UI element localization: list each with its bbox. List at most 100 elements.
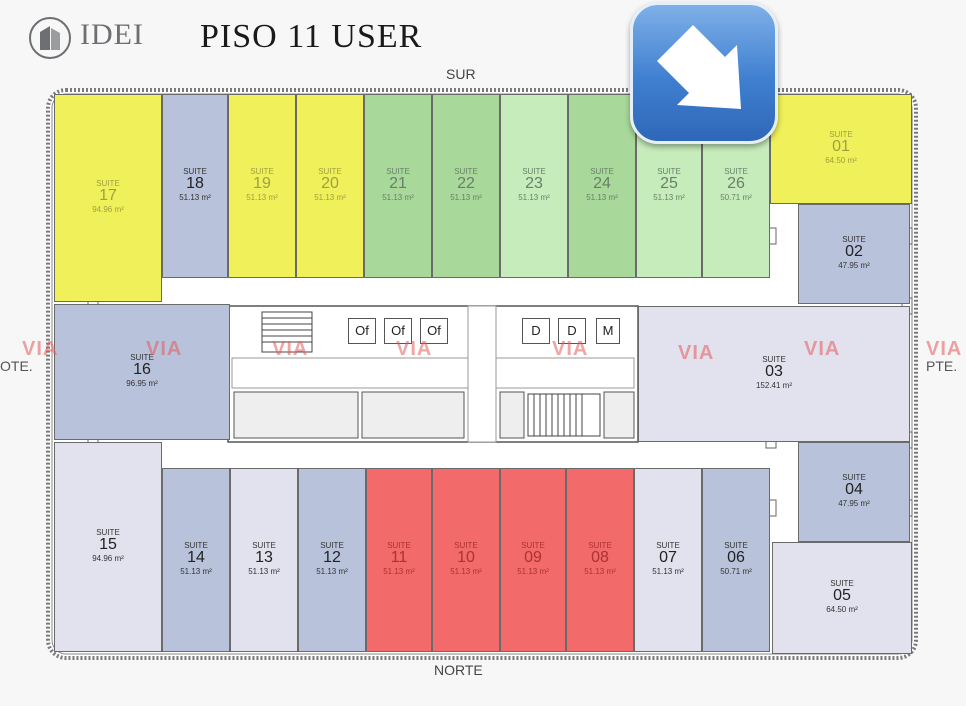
office-room-label: Of [420,318,448,344]
suite-number: 22 [457,175,475,192]
suite-caption: SUITE [724,167,748,176]
suite-area: 51.13 m² [246,193,278,202]
suite-caption: SUITE [130,353,154,362]
suite-area: 94.96 m² [92,205,124,214]
office-room-label: Of [348,318,376,344]
suite-caption: SUITE [454,167,478,176]
suite-caption: SUITE [250,167,274,176]
suite-area: 94.96 m² [92,554,124,563]
suite-caption: SUITE [842,473,866,482]
duct-room-label: D [558,318,586,344]
suite-caption: SUITE [183,167,207,176]
suite-number: 20 [321,175,339,192]
suite-number: 09 [524,549,542,566]
suite-number: 10 [457,549,475,566]
watermark-text: VIA [926,338,963,360]
suite-area: 51.13 m² [179,193,211,202]
suite-number: 26 [727,175,745,192]
suite-area: 50.71 m² [720,193,752,202]
suite-number: 24 [593,175,611,192]
header: IDEI PISO 11 USER [0,0,966,70]
suite-caption: SUITE [252,541,276,550]
suite-number: 02 [845,243,863,260]
suite-caption: SUITE [724,541,748,550]
suite-number: 11 [390,549,408,566]
suite-number: 03 [765,363,783,380]
suite-area: 51.13 m² [652,567,684,576]
suite-caption: SUITE [454,541,478,550]
west-direction-label: OTE. [0,358,33,374]
suite-caption: SUITE [656,541,680,550]
suite-number: 17 [99,187,117,204]
watermark-text: VIA [552,338,589,360]
suite-caption: SUITE [320,541,344,550]
suite-area: 51.13 m² [450,567,482,576]
suite-number: 21 [389,175,407,192]
suite-caption: SUITE [657,167,681,176]
suite-caption: SUITE [318,167,342,176]
suite-caption: SUITE [184,541,208,550]
suite-caption: SUITE [96,179,120,188]
watermark-text: VIA [272,338,309,360]
maintenance-room-label: M [596,318,620,344]
suite-number: 08 [591,549,609,566]
suite-number: 18 [186,175,204,192]
suite-caption: SUITE [842,235,866,244]
office-room-label: Of [384,318,412,344]
suite-number: 15 [99,536,117,553]
suite-area: 51.13 m² [518,193,550,202]
suite-area: 51.13 m² [584,567,616,576]
suite-number: 25 [660,175,678,192]
suite-area: 64.50 m² [826,605,858,614]
suite-caption: SUITE [588,541,612,550]
suite-area: 51.13 m² [653,193,685,202]
suite-area: 51.13 m² [314,193,346,202]
suite-area: 47.95 m² [838,499,870,508]
watermark-text: VIA [396,338,433,360]
watermark-text: VIA [678,342,715,364]
suite-area: 64.50 m² [825,156,857,165]
next-arrow-button[interactable] [630,2,778,144]
suite-caption: SUITE [830,579,854,588]
duct-room-label: D [522,318,550,344]
suite-number: 12 [323,549,341,566]
arrow-down-right-icon [657,25,741,109]
suite-area: 51.13 m² [586,193,618,202]
suite-number: 01 [832,138,850,155]
south-direction-label: SUR [446,66,476,82]
suite-area: 51.13 m² [248,567,280,576]
suite-caption: SUITE [590,167,614,176]
suite-area: 51.13 m² [450,193,482,202]
north-direction-label: NORTE [434,662,483,678]
suite-area: 51.13 m² [517,567,549,576]
suite-area: 51.13 m² [382,193,414,202]
suite-caption: SUITE [96,528,120,537]
suite-number: 05 [833,587,851,604]
suite-area: 51.13 m² [316,567,348,576]
suite-caption: SUITE [386,167,410,176]
